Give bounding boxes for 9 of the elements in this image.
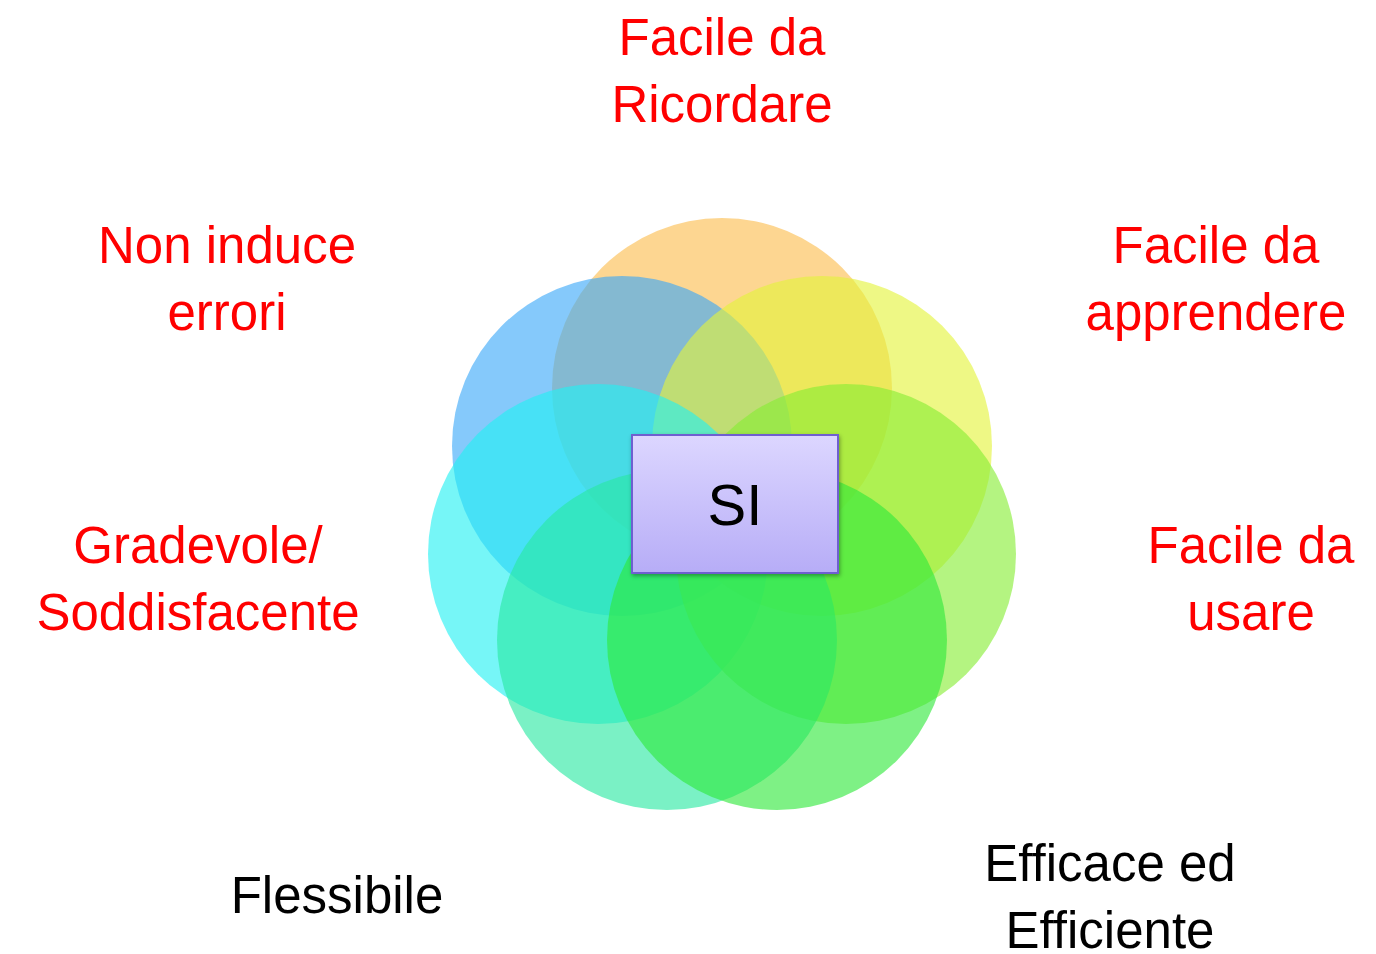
quality-label: Non induce errori bbox=[97, 216, 357, 343]
box-label: SI bbox=[707, 470, 763, 538]
center-box bbox=[631, 434, 839, 574]
quality-label: Facile da Ricordare bbox=[610, 8, 834, 135]
quality-label: Gradevole/ Soddisfacente bbox=[35, 516, 361, 643]
quality-label: Facile da usare bbox=[1146, 516, 1356, 643]
quality-label: Facile da apprendere bbox=[1084, 216, 1348, 343]
quality-label: Efficace ed Efficiente bbox=[983, 834, 1237, 954]
quality-label: Flessibile bbox=[229, 866, 445, 926]
